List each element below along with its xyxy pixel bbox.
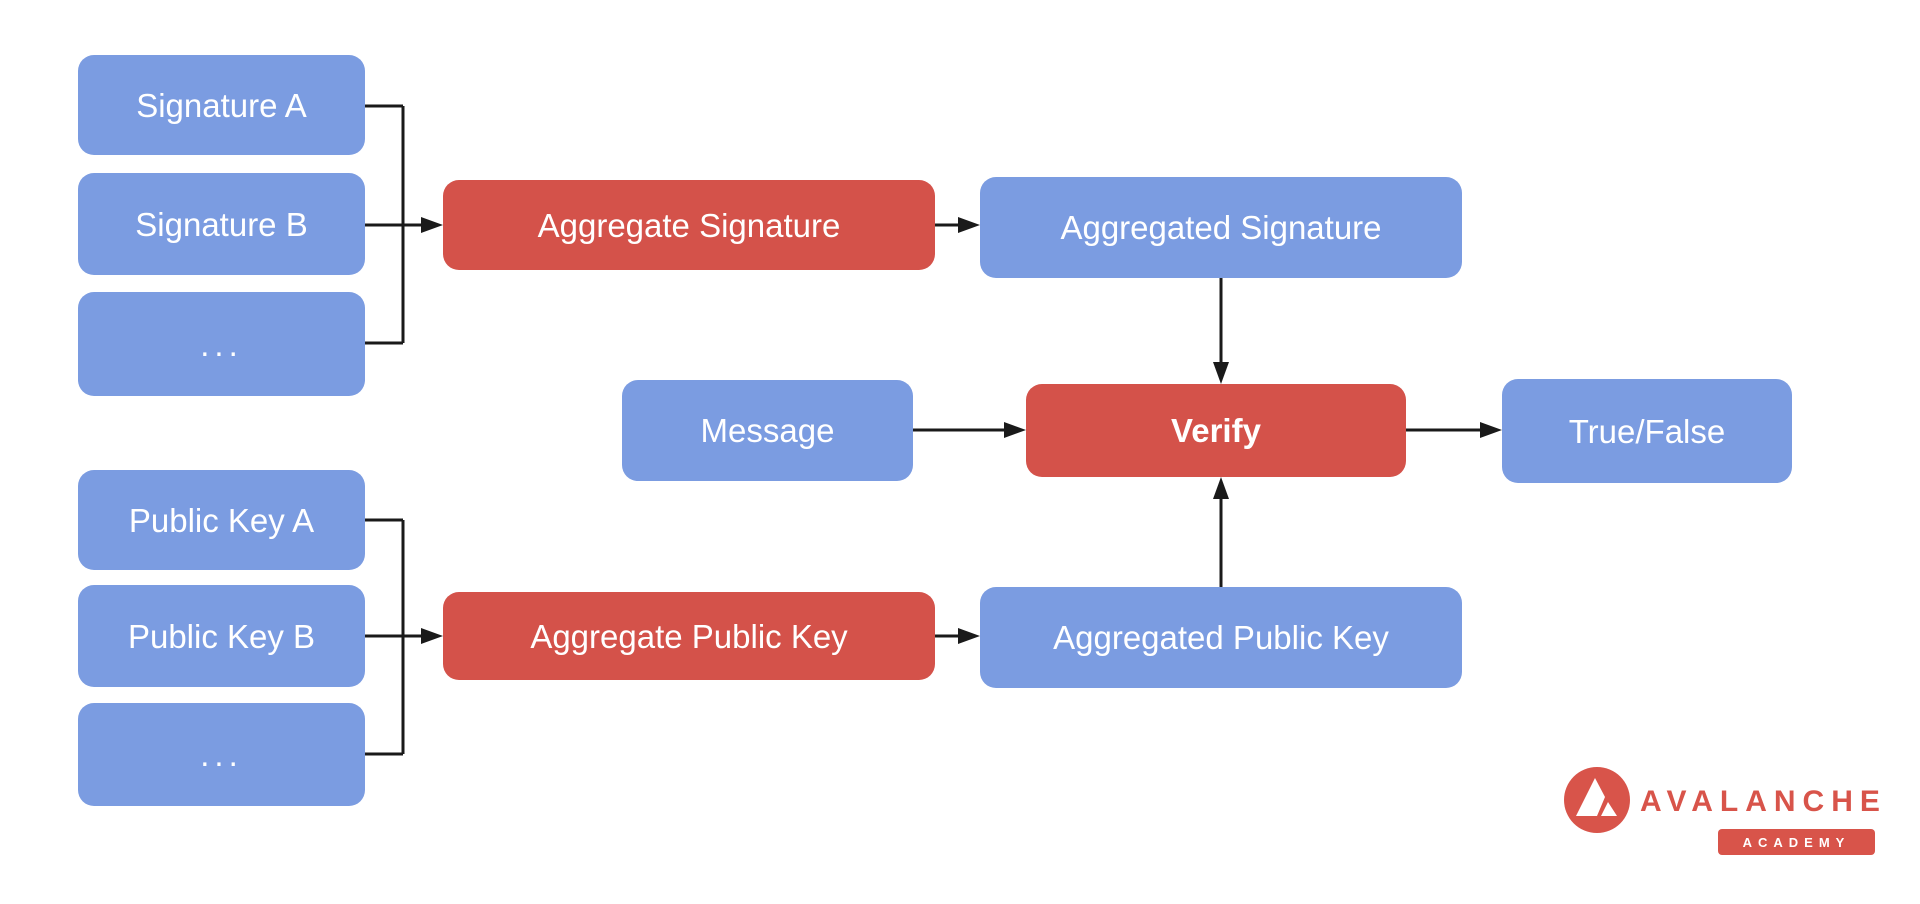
public-keys-trunk-connector: [365, 518, 443, 756]
node-public-key-a: Public Key A: [78, 470, 365, 570]
node-signature-b: Signature B: [78, 173, 365, 275]
node-public-key-ellipsis: ...: [78, 703, 365, 806]
arrow-aggregate-to-aggregated-public-key: [935, 628, 980, 644]
node-public-key-b: Public Key B: [78, 585, 365, 687]
avalanche-logo-icon: [1564, 767, 1630, 833]
node-signature-ellipsis: ...: [78, 292, 365, 396]
node-verify: Verify: [1026, 384, 1406, 477]
academy-badge: ACADEMY: [1718, 829, 1875, 855]
signatures-trunk-connector: [365, 104, 443, 345]
brand-name: AVALANCHE: [1640, 785, 1887, 818]
node-aggregated-public-key: Aggregated Public Key: [980, 587, 1462, 688]
node-aggregated-signature: Aggregated Signature: [980, 177, 1462, 278]
node-signature-a: Signature A: [78, 55, 365, 155]
node-aggregate-public-key: Aggregate Public Key: [443, 592, 935, 680]
arrow-message-to-verify: [913, 422, 1026, 438]
node-message: Message: [622, 380, 913, 481]
node-true-false: True/False: [1502, 379, 1792, 483]
arrow-aggregate-to-aggregated-signature: [935, 217, 980, 233]
arrow-aggregated-public-key-to-verify: [1213, 477, 1229, 587]
arrow-verify-to-true-false: [1406, 422, 1502, 438]
arrow-aggregated-signature-to-verify: [1213, 278, 1229, 384]
node-aggregate-signature: Aggregate Signature: [443, 180, 935, 270]
